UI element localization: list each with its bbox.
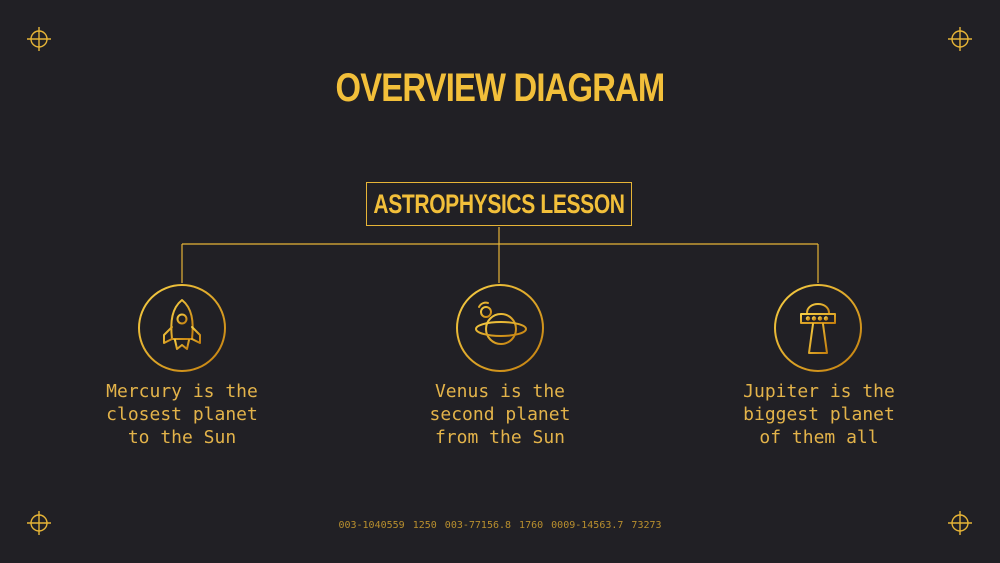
- crosshair-top-right-icon: [948, 27, 972, 51]
- crosshair-bottom-right-icon: [948, 511, 972, 535]
- node-text-jupiter: Jupiter is the biggest planet of them al…: [743, 381, 895, 448]
- root-node-label: ASTROPHYSICS LESSON: [373, 188, 625, 219]
- page-title: OVERVIEW DIAGRAM: [335, 66, 666, 110]
- planet-icon: [456, 284, 544, 372]
- crosshair-top-left-icon: [27, 27, 51, 51]
- footer-code-strip: 003-1040559 1250 003-77156.8 1760 0009-1…: [338, 520, 662, 531]
- crosshair-bottom-left-icon: [27, 511, 51, 535]
- node-text-mercury: Mercury is the closest planet to the Sun: [106, 381, 258, 448]
- rocket-icon: [138, 284, 226, 372]
- node-text-venus: Venus is the second planet from the Sun: [429, 381, 571, 448]
- ufo-icon: [774, 284, 862, 372]
- root-node: ASTROPHYSICS LESSON: [366, 182, 632, 226]
